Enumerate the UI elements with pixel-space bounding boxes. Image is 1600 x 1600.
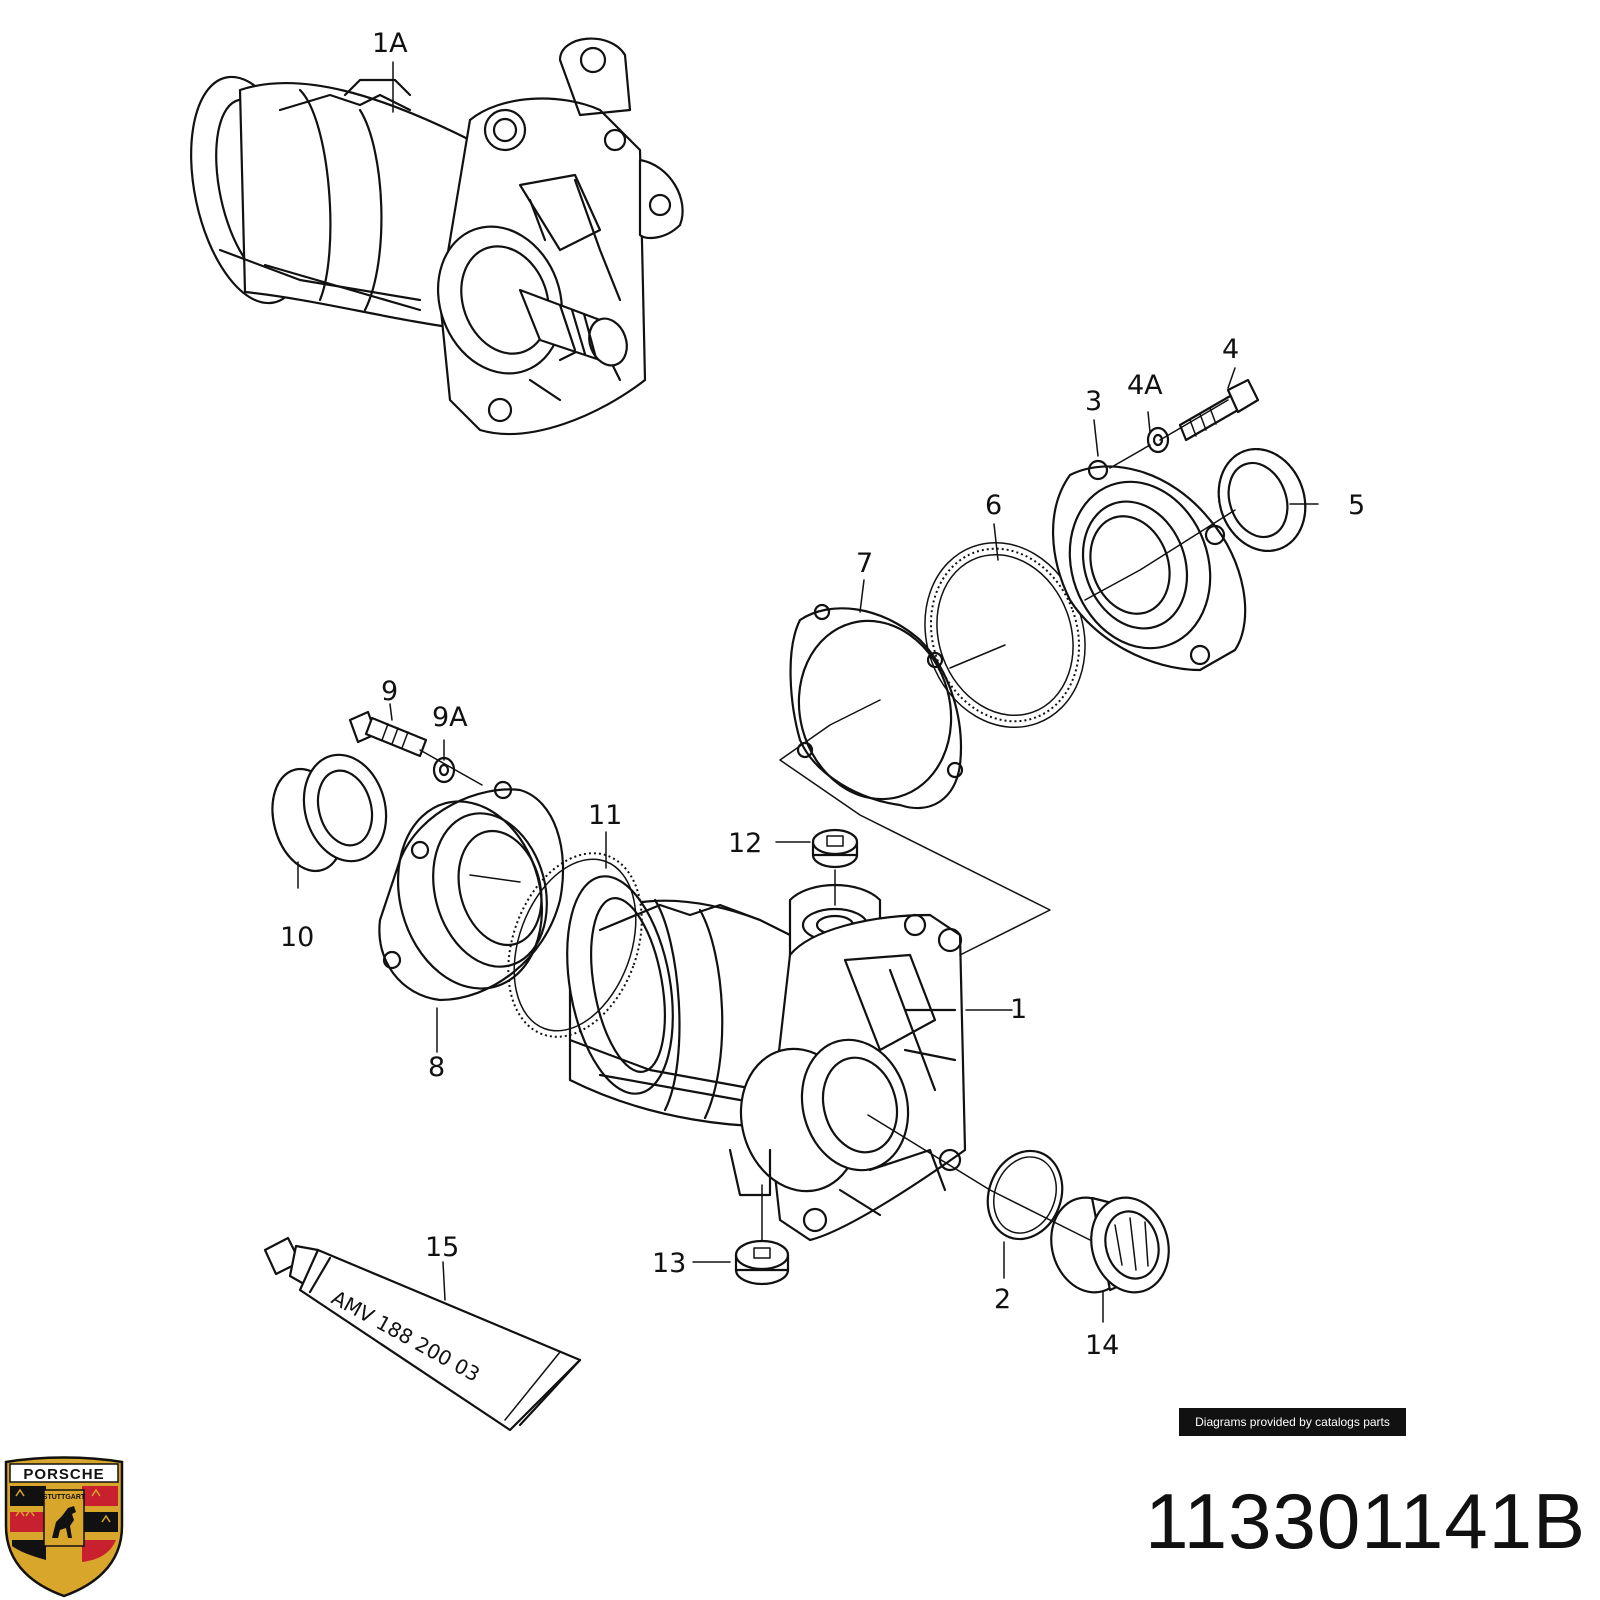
part-1a-assembled-housing	[190, 37, 684, 435]
part-13-plug	[734, 1239, 790, 1286]
part-9a-washer	[432, 756, 456, 784]
brand-crest-logo: PORSCHE STUTTGART	[4, 1456, 124, 1598]
part-9-bolt	[348, 710, 428, 758]
callout-4a: 4A	[1127, 370, 1163, 401]
part-number: 113301141B	[1145, 1477, 1586, 1565]
crest-brand-text: PORSCHE	[23, 1466, 104, 1483]
leader-lines	[297, 61, 1319, 1323]
part-4-bolt	[1178, 378, 1260, 442]
callout-5: 5	[1348, 490, 1365, 521]
callout-4: 4	[1222, 334, 1239, 365]
callout-labels: 1A 4 4A 3 5 6 7 9 9A 11 12 10 1 8 15 13 …	[280, 28, 1365, 1361]
callout-6: 6	[985, 490, 1002, 521]
part-2-o-ring	[986, 1149, 1064, 1241]
callout-11: 11	[588, 800, 622, 831]
part-14-bushing	[1050, 1196, 1170, 1294]
part-10-seal	[271, 753, 388, 873]
callout-9a: 9A	[432, 702, 468, 733]
part-1-main-housing	[566, 875, 967, 1242]
part-7-flange-gasket	[789, 603, 964, 810]
callout-3: 3	[1085, 386, 1102, 417]
crest-city-text: STUTTGART	[43, 1494, 86, 1501]
diagram-credit-badge: Diagrams provided by catalogs parts	[1179, 1408, 1406, 1436]
callout-8: 8	[428, 1052, 445, 1083]
callout-1a: 1A	[372, 28, 408, 59]
callout-12: 12	[728, 828, 762, 859]
callout-9: 9	[381, 676, 398, 707]
part-15-grease-tube: AMV 188 200 03	[263, 1236, 582, 1432]
part-5-shaft-seal	[1217, 447, 1307, 553]
part-3-cover	[1052, 459, 1247, 672]
callout-13: 13	[652, 1248, 686, 1279]
part-4a-washer	[1146, 426, 1170, 454]
part-12-plug	[811, 828, 859, 869]
callout-1: 1	[1010, 994, 1027, 1025]
callout-2: 2	[994, 1284, 1011, 1315]
callout-14: 14	[1085, 1330, 1119, 1361]
part-8-cover	[378, 780, 565, 1002]
callout-15: 15	[425, 1232, 459, 1263]
callout-7: 7	[856, 548, 873, 579]
callout-10: 10	[280, 922, 314, 953]
horse-icon	[52, 1506, 76, 1538]
